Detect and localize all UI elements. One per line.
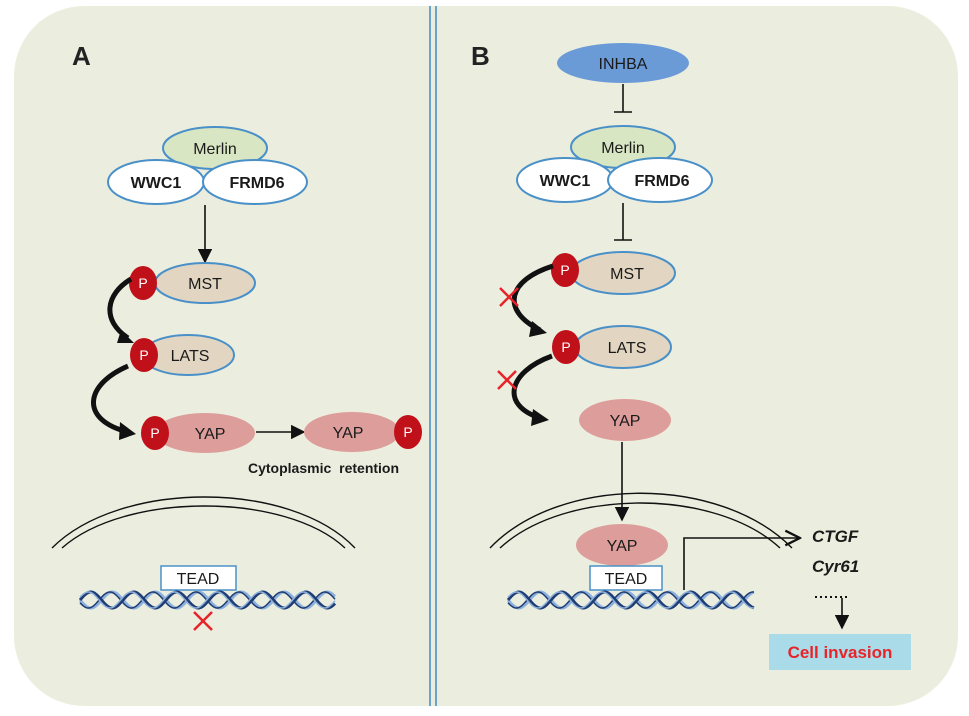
cell-invasion-label: Cell invasion [788, 643, 893, 662]
phospho-label: P [560, 262, 569, 278]
phosphorylation-arrowhead [119, 422, 136, 440]
panel-b: B INHBA Merlin WWC1 FRMD6 MST P [471, 41, 911, 670]
merlin-label: Merlin [193, 141, 237, 158]
target-gene-ctgf: CTGF [812, 527, 859, 546]
merlin-complex: Merlin WWC1 FRMD6 [107, 126, 308, 205]
target-gene-cyr61: Cyr61 [812, 557, 859, 576]
dna-strand [507, 591, 755, 609]
frmd6-label: FRMD6 [229, 175, 284, 192]
blocked-mark [497, 370, 517, 390]
lats-label: LATS [608, 340, 647, 357]
frmd6-node [607, 157, 713, 203]
phosphorylation-arrow [511, 263, 554, 333]
wwc1-label: WWC1 [131, 175, 182, 192]
tead-label: TEAD [177, 571, 220, 588]
yap-label: YAP [333, 425, 364, 442]
phospho-lats [130, 338, 158, 372]
tead-box [589, 565, 663, 591]
cell-invasion-box [769, 634, 911, 670]
tead-label: TEAD [605, 571, 648, 588]
lats-label: LATS [171, 348, 210, 365]
frmd6-label: FRMD6 [634, 173, 689, 190]
phosphorylation-arrow [91, 363, 129, 435]
phospho-label: P [561, 339, 570, 355]
merlin-complex: Merlin WWC1 FRMD6 [516, 125, 713, 203]
yap-phosphorylated-node [304, 412, 400, 452]
phospho-yap [394, 415, 422, 449]
phospho-mst [551, 253, 579, 287]
phospho-label: P [139, 347, 148, 363]
blocked-mark [193, 611, 213, 631]
inhba-label: INHBA [599, 56, 648, 73]
transcription-arrow [683, 538, 800, 590]
blocked-mark [499, 287, 519, 307]
mst-label: MST [188, 276, 222, 293]
yap-label: YAP [195, 426, 226, 443]
dna-strand [79, 591, 336, 609]
wwc1-label: WWC1 [540, 173, 591, 190]
phosphorylation-arrowhead [529, 321, 547, 337]
yap-node [579, 399, 671, 441]
phospho-label: P [138, 275, 147, 291]
yap-label: YAP [607, 538, 638, 555]
phospho-label: P [150, 425, 159, 441]
dna-helix [78, 590, 337, 610]
tead-box [160, 565, 237, 591]
frmd6-node [202, 159, 308, 205]
panel-b-label: B [471, 41, 490, 71]
phospho-yap [141, 416, 169, 450]
panel-a: A Merlin WWC1 FRMD6 MST P LATS P YAP [51, 41, 422, 631]
merlin-label: Merlin [601, 140, 645, 157]
dna-helix [506, 590, 755, 610]
nuclear-membrane [51, 496, 356, 549]
nuclear-membrane [499, 502, 781, 549]
nuclear-membrane [61, 505, 346, 549]
cytoplasmic-retention-label: Cytoplasmic retention [248, 460, 399, 476]
phospho-label: P [403, 424, 412, 440]
phospho-mst [129, 266, 157, 300]
inhba-node [557, 43, 689, 83]
yap-label: YAP [610, 413, 641, 430]
mst-label: MST [610, 266, 644, 283]
panel-a-label: A [72, 41, 91, 71]
phosphorylation-arrowhead [531, 409, 549, 426]
phosphorylation-arrowhead [117, 330, 134, 343]
yap-node [155, 413, 255, 453]
phospho-lats [552, 330, 580, 364]
yap-nuclear-node [576, 524, 668, 566]
nuclear-membrane [489, 492, 793, 549]
